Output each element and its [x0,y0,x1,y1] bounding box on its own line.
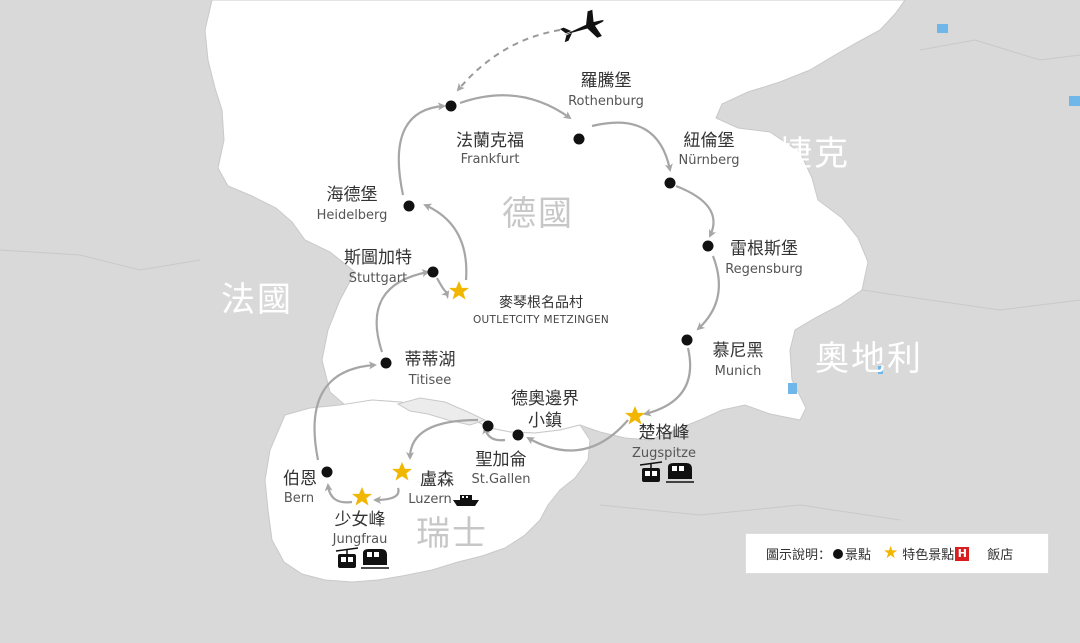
city-luzern-zh: 盧森 [420,470,454,490]
legend-spot-label: 景點 [845,548,872,563]
flight-path [456,29,561,92]
legend-hotel-label: 飯店 [987,548,1014,563]
country-label-austria: 奧地利 [815,339,923,379]
germany-land [204,0,906,441]
city-rothenburg-zh: 羅騰堡 [581,71,632,91]
city-border-town-zh2: 小鎮 [528,411,562,431]
spot-nurnberg-dot [664,177,676,189]
star-icon-zugspitze [625,406,645,425]
lake-constance [396,397,487,426]
water-lake-4 [878,366,883,374]
city-regensburg-en: Regensburg [725,262,803,277]
legend-title: 圖示說明： [766,548,832,563]
water-lake-2 [1069,96,1080,106]
legend-feature-spot-label: 特色景點 [902,548,955,563]
city-metzingen-en: OUTLETCITY METZINGEN [473,314,609,326]
spot-munich-dot [681,334,693,346]
city-nurnberg-zh: 紐倫堡 [684,131,735,151]
border-line-2 [861,289,1080,311]
country-label-germany: 德國 [502,194,574,234]
legend-hotel-icon: H [955,546,970,561]
city-frankfurt-zh: 法蘭克福 [456,131,524,151]
train-icon-jungfrau [361,549,389,569]
city-nurnberg-en: Nürnberg [679,153,740,168]
city-jungfrau-en: Jungfrau [332,532,388,547]
city-munich-zh: 慕尼黑 [713,341,764,361]
star-icon-jungfrau [352,487,372,506]
water-lake-1 [937,24,948,33]
city-munich-en: Munich [715,364,762,379]
border-line-1 [919,39,1080,61]
route-arcs [313,94,720,504]
star-icon-luzern [392,462,412,481]
country-label-switzerland: 瑞士 [416,514,488,554]
cable-car-icon-jungfrau [335,547,359,568]
city-bern-zh: 伯恩 [283,469,317,489]
city-zugspitze-zh: 楚格峰 [639,423,690,443]
spot-heidelberg-dot [403,200,415,212]
country-label-france: 法國 [221,280,293,320]
city-stuttgart-zh: 斯圖加特 [344,248,412,268]
city-rothenburg-en: Rothenburg [568,94,644,109]
water-lake-3 [788,383,797,394]
spot-frankfurt-dot [445,100,457,112]
spot-bern-dot [321,466,333,478]
spot-rothenburg-dot [573,133,585,145]
city-bern-en: Bern [284,491,314,506]
city-titisee-en: Titisee [408,373,452,388]
country-label-czech: 捷克 [778,134,850,174]
airplane-icon [559,9,604,43]
feature-stars [352,281,645,506]
city-jungfrau-zh: 少女峰 [335,510,386,530]
border-line-4 [599,504,901,521]
city-luzern-en: Luzern [408,492,451,507]
city-titisee-zh: 蒂蒂湖 [405,350,456,370]
spot-stgallen-dot [482,420,494,432]
legend-spot-dot-icon [833,548,844,559]
spot-titisee-dot [380,357,392,369]
city-metzingen-zh: 麥琴根名品村 [499,295,583,311]
border-line-3 [0,249,201,271]
cable-car-icon-zugspitze [639,461,663,482]
city-frankfurt-en: Frankfurt [461,152,520,167]
city-heidelberg-en: Heidelberg [317,208,388,223]
map-legend: 圖示說明： 景點 ★ 特色景點 H 飯店 [745,533,1049,574]
city-regensburg-zh: 雷根斯堡 [730,239,798,259]
city-stuttgart-en: Stuttgart [349,271,407,286]
city-stgallen-en: St.Gallen [472,472,531,487]
city-heidelberg-zh: 海德堡 [327,185,378,205]
star-icon-metzingen [449,281,469,300]
city-stgallen-zh: 聖加侖 [476,450,527,470]
spot-border-town-dot [512,429,524,441]
boat-icon [453,495,479,506]
city-zugspitze-en: Zugspitze [632,446,696,461]
train-icon-zugspitze [666,463,694,483]
city-border-town-zh1: 德奧邊界 [511,389,579,409]
spot-regensburg-dot [702,240,714,252]
spot-stuttgart-dot [427,266,439,278]
legend-star-icon: ★ [883,543,899,563]
